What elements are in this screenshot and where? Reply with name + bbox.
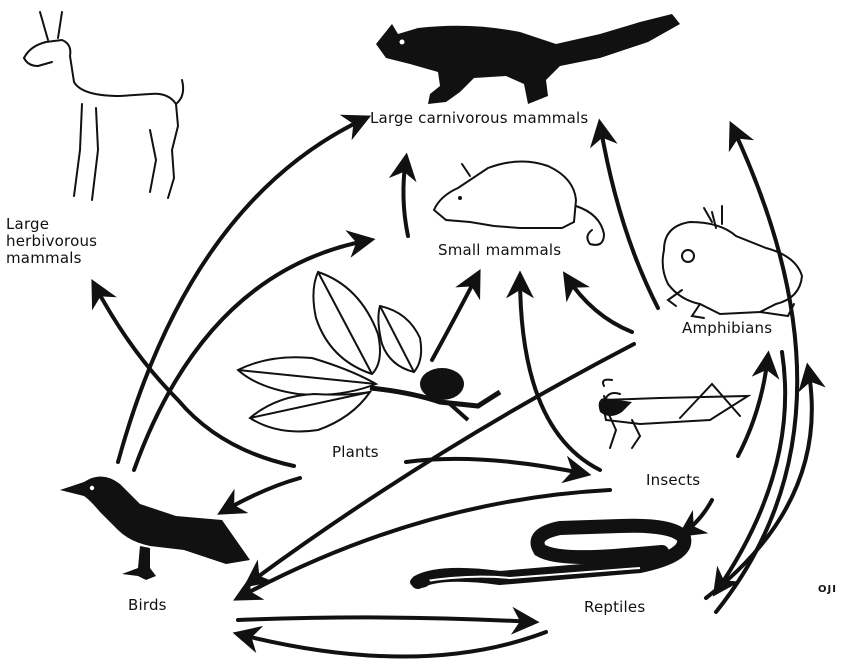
arrow-insects-to-amphibians <box>738 356 768 456</box>
label-large-herbivorous-mammals: Large herbivorous mammals <box>6 216 116 267</box>
label-large-carnivorous-mammals: Large carnivorous mammals <box>370 109 588 127</box>
label-large-herbivorous-line2: herbivorous <box>6 233 116 250</box>
arrow-plants-to-small-mammals <box>432 274 478 360</box>
label-amphibians: Amphibians <box>682 319 772 337</box>
label-birds: Birds <box>128 596 167 614</box>
grasshopper-icon <box>602 380 748 448</box>
arrow-amphibians-to-large-carnivorous <box>600 124 658 308</box>
fruit-icon <box>420 368 464 400</box>
arrow-plants-to-insects <box>406 459 586 474</box>
arrow-insects-to-reptiles <box>682 500 712 534</box>
arrow-reptiles-to-birds <box>238 632 546 657</box>
fox-icon <box>376 14 680 104</box>
label-plants: Plants <box>332 443 379 461</box>
label-reptiles: Reptiles <box>584 598 645 616</box>
artist-signature: OJI <box>818 584 837 595</box>
label-large-herbivorous-line1: Large <box>6 216 116 233</box>
opossum-icon <box>434 161 604 244</box>
arrow-plants-to-birds <box>222 478 300 512</box>
crow-icon <box>60 476 250 580</box>
label-large-herbivorous-line3: mammals <box>6 250 116 267</box>
gazelle-icon <box>24 12 183 200</box>
label-insects: Insects <box>646 471 700 489</box>
label-small-mammals: Small mammals <box>438 241 561 259</box>
arrow-birds-to-small-mammals <box>134 240 370 470</box>
arrow-birds-to-reptiles <box>238 617 534 622</box>
arrow-amphibians-to-small-mammals <box>566 276 632 332</box>
leaf-branch-icon <box>238 272 500 432</box>
snake-icon <box>410 526 684 588</box>
arrow-small-mammals-to-large-carnivorous <box>403 158 408 236</box>
